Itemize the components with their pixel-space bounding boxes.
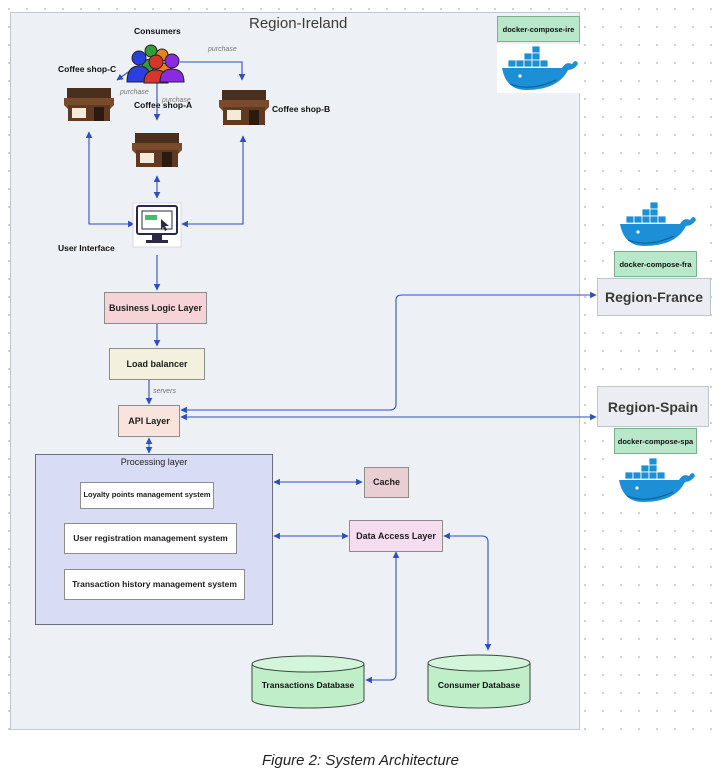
arrow-consumers-to-shop-b xyxy=(180,61,246,81)
docker-spa-icon xyxy=(619,457,695,502)
edge-label-purchase-a: purchase xyxy=(162,97,191,104)
api-layer: API Layer xyxy=(118,405,180,437)
edge-label-purchase-c: purchase xyxy=(120,89,149,96)
docker-compose-fra-tag: docker-compose-fra xyxy=(614,251,697,277)
consumers-icon xyxy=(126,44,185,84)
transactions-database-icon xyxy=(251,655,365,709)
data-access-layer: Data Access Layer xyxy=(349,520,443,552)
cache: Cache xyxy=(364,467,409,498)
arrow-shop-c-ui xyxy=(85,131,135,228)
transactions-database-label: Transactions Database xyxy=(261,680,355,690)
consumer-database-label: Consumer Database xyxy=(437,680,521,690)
transaction-history-system: Transaction history management system xyxy=(64,569,245,600)
arrow-api-france xyxy=(180,291,597,414)
arrow-data-access-transactions-db xyxy=(365,551,400,684)
coffee-shop-c-icon xyxy=(64,88,114,121)
region-spain: Region-Spain xyxy=(597,386,709,427)
monitor-icon xyxy=(132,202,182,248)
user-registration-system: User registration management system xyxy=(64,523,237,554)
user-interface-label: User Interface xyxy=(58,243,115,253)
region-france: Region-France xyxy=(597,278,711,316)
coffee-shop-b-label: Coffee shop-B xyxy=(272,104,331,114)
docker-compose-spa-tag: docker-compose-spa xyxy=(614,428,697,454)
arrow-shop-b-ui xyxy=(181,135,247,228)
region-ireland-title: Region-Ireland xyxy=(249,15,348,32)
coffee-shop-c-label: Coffee shop-C xyxy=(58,64,117,74)
figure-caption: Figure 2: System Architecture xyxy=(261,752,459,769)
load-balancer: Load balancer xyxy=(109,348,205,380)
processing-layer-title: Processing layer xyxy=(120,457,188,467)
coffee-shop-a-icon xyxy=(132,133,182,167)
business-logic-layer: Business Logic Layer xyxy=(104,292,207,324)
loyalty-points-system: Loyalty points management system xyxy=(80,482,214,509)
coffee-shop-b-icon xyxy=(219,90,269,125)
consumer-database-icon xyxy=(427,654,531,709)
coffee-shop-a-label: Coffee shop-A xyxy=(134,100,193,110)
edge-label-servers: servers xyxy=(153,388,176,395)
docker-ire-icon xyxy=(497,44,580,93)
edge-label-purchase-b: purchase xyxy=(208,46,237,53)
connector-layer xyxy=(85,61,597,684)
consumers-label: Consumers xyxy=(134,26,181,36)
docker-fra-icon xyxy=(620,201,696,246)
arrow-data-access-consumer-db xyxy=(443,532,492,651)
docker-compose-ire-tag: docker-compose-ire xyxy=(497,16,580,42)
